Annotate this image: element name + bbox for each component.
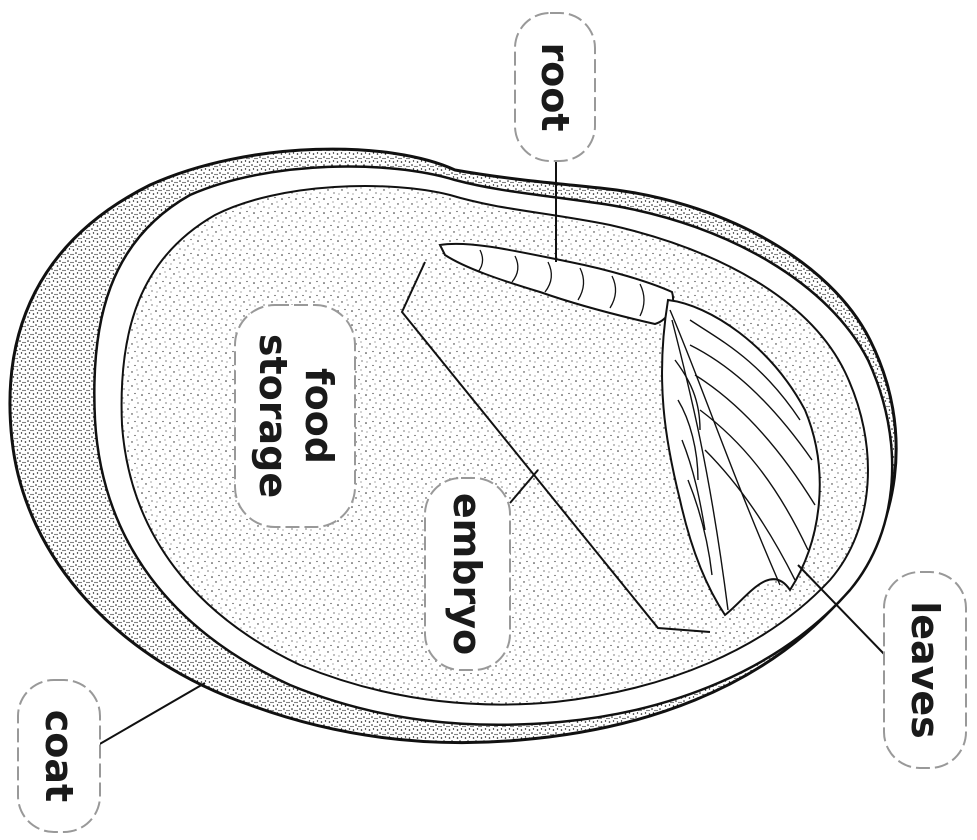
label-text-food: food xyxy=(297,368,341,464)
label-text-storage: storage xyxy=(251,334,295,498)
label-root: root xyxy=(515,13,595,161)
label-coat: coat xyxy=(18,680,100,832)
coat-leader-line xyxy=(98,683,205,745)
label-text-root: root xyxy=(533,42,577,131)
label-text-coat: coat xyxy=(37,710,81,802)
label-food-storage: food storage xyxy=(235,305,355,527)
label-text-embryo: embryo xyxy=(445,493,489,655)
label-embryo: embryo xyxy=(425,478,510,670)
label-leaves: leaves xyxy=(884,572,966,768)
label-text-leaves: leaves xyxy=(903,601,947,739)
